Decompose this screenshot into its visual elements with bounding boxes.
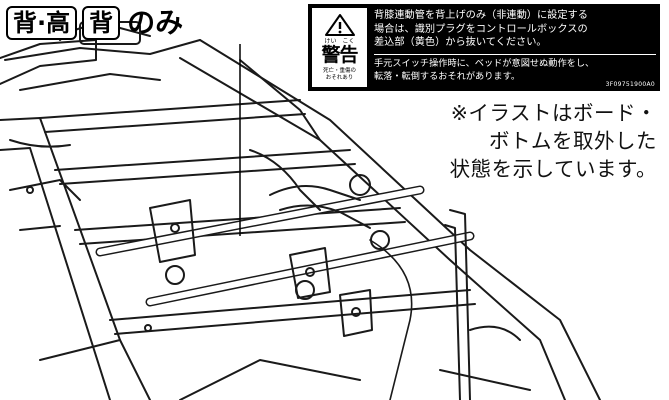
warning-word: 警告 xyxy=(321,44,358,66)
mode-label-back: 背 xyxy=(82,6,121,40)
warning-side-panel: けい こく 警告 死亡・重傷の おそれあり xyxy=(312,8,367,87)
warning-note: 死亡・重傷の おそれあり xyxy=(322,68,356,81)
warning-code: 3F09751900A0 xyxy=(605,81,655,88)
header-suffix: のみ xyxy=(127,6,184,39)
warning-label: けい こく 警告 死亡・重傷の おそれあり 背膝連動管を背上げのみ（非連動）に設… xyxy=(308,4,660,91)
warning-main-text: 背膝連動管を背上げのみ（非連動）に設定する 場合は、識別プラグをコントロールボッ… xyxy=(374,10,588,48)
warning-triangle-icon xyxy=(325,14,355,36)
illustration-caption: ※イラストはボード・ ボトムを取外した 状態を示しています。 xyxy=(449,101,657,181)
mode-label-back-height: 背·高 xyxy=(6,6,78,40)
warning-ruby: けい こく xyxy=(324,38,355,45)
warning-divider xyxy=(374,54,656,55)
warning-sub-text: 手元スイッチ操作時に、ベッドが意図せぬ動作をし、 転落・転倒するおそれがあります… xyxy=(374,58,595,82)
section-header: 背·高 背 のみ xyxy=(6,4,183,42)
